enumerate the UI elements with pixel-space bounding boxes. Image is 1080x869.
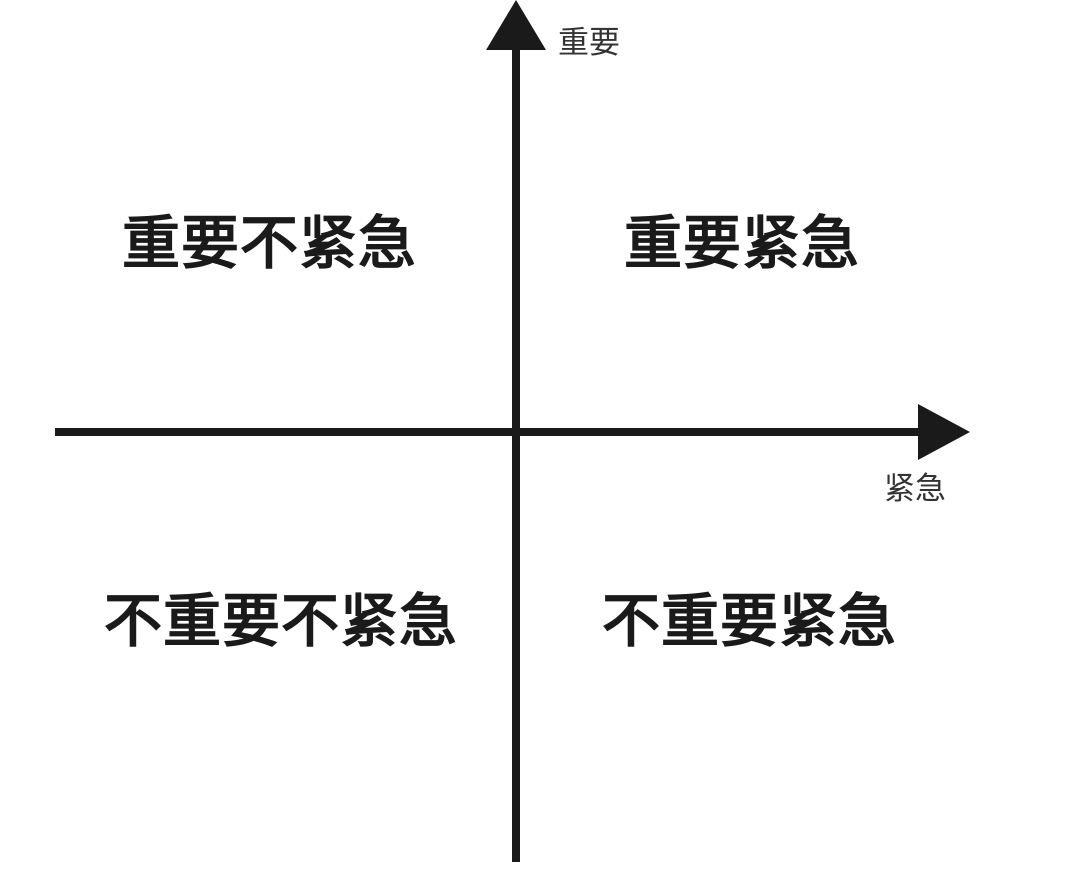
- quadrant-top-left-label: 重要不紧急: [122, 209, 418, 277]
- quadrant-bottom-right-label: 不重要紧急: [602, 587, 898, 655]
- quadrant-top-right-label: 重要紧急: [624, 209, 861, 277]
- horizontal-axis-label: 紧急: [884, 471, 946, 507]
- quadrant-bottom-left-label: 不重要不紧急: [104, 587, 459, 655]
- horizontal-axis-arrow-icon: [918, 404, 970, 460]
- vertical-axis-label: 重要: [558, 25, 620, 61]
- vertical-axis-arrow-icon: [486, 0, 546, 50]
